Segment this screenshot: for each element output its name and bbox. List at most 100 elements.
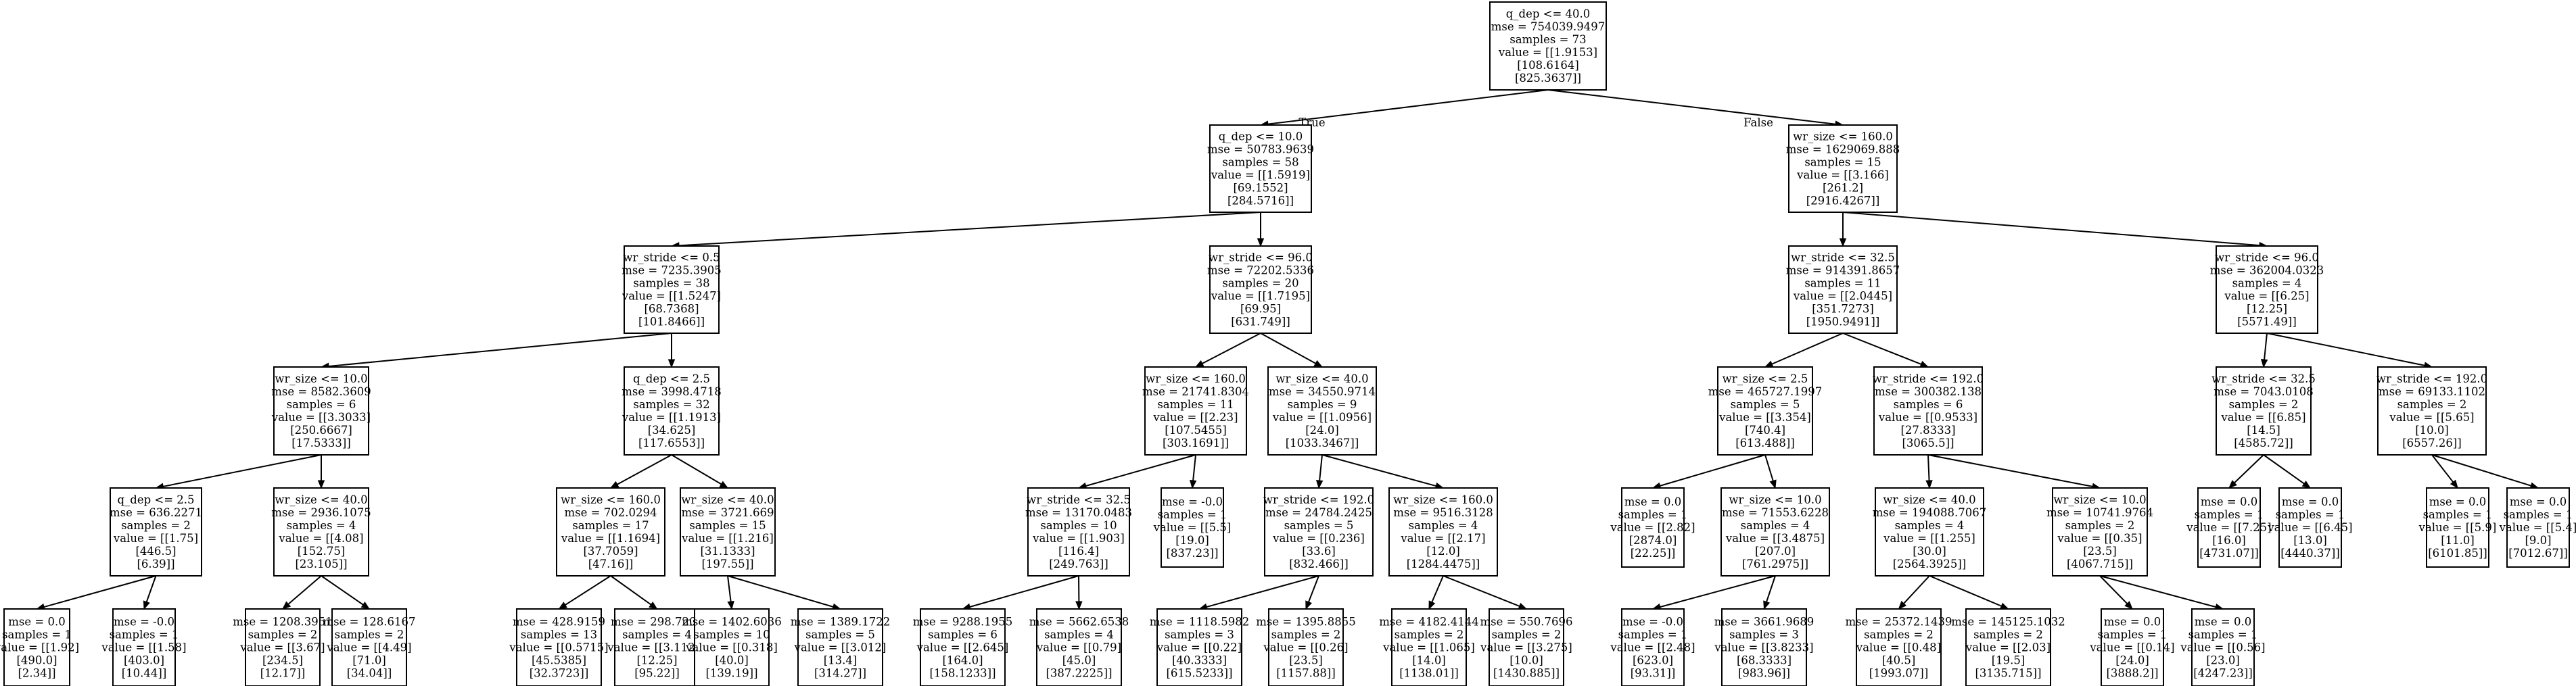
tree-node-text: mse = 13170.0483	[1025, 506, 1132, 519]
tree-node-text: wr_size <= 160.0	[1146, 372, 1246, 385]
tree-node-text: [152.75]	[298, 545, 346, 558]
tree-edge	[727, 575, 734, 610]
arrowhead-icon	[2301, 481, 2312, 489]
tree-node-text: value = [[1.903]	[1032, 532, 1125, 545]
tree-edge	[2431, 454, 2539, 489]
tree-node-text: mse = 128.6167	[323, 616, 416, 629]
tree-edge	[1842, 333, 1929, 368]
tree-edge-line	[1321, 454, 1436, 487]
tree-node-text: [13.4]	[824, 654, 858, 667]
tree-node-text: [37.7059]	[583, 545, 638, 558]
tree-node-text: samples = 1	[2504, 508, 2573, 521]
tree-node-text: value = [[0.48]	[1856, 641, 1941, 654]
tree-node-text: wr_size <= 160.0	[1793, 130, 1893, 143]
tree-node-text: [107.5455]	[1165, 424, 1227, 437]
tree-node-text: value = [[3.4875]	[1725, 532, 1825, 545]
tree-node-text: value = [[3.67]	[239, 641, 325, 654]
tree-edge	[1305, 575, 1319, 610]
tree-edge	[1198, 575, 1319, 610]
tree-node-text: [2916.4267]]	[1806, 195, 1880, 207]
tree-node-box	[1161, 487, 1224, 568]
tree-node-text: samples = 1	[1618, 629, 1688, 641]
tree-edge-line	[1771, 333, 1844, 365]
tree-node-box	[2426, 487, 2489, 568]
tree-node-text: value = [[3.012]	[794, 641, 887, 654]
tree-node-text: samples = 10	[1040, 519, 1117, 532]
tree-node-text: value = [[2.82]	[1610, 521, 1695, 534]
tree-node-text: mse = 1629069.888	[1786, 143, 1900, 156]
tree-node-text: mse = 0.0	[2104, 616, 2161, 629]
tree-node-text: wr_size <= 10.0	[2053, 493, 2146, 506]
tree-edge	[320, 333, 672, 370]
tree-node-text: value = [[2.48]	[1610, 641, 1695, 654]
tree-node-text: samples = 73	[1509, 33, 1586, 46]
tree-node-text: [23.5]	[2083, 545, 2117, 558]
tree-node-box	[797, 608, 883, 686]
tree-node-text: [1430.885]]	[1493, 667, 1560, 680]
tree-node-text: samples = 5	[1284, 519, 1354, 532]
tree-node-text: samples = 4	[1741, 519, 1810, 532]
tree-edge-line	[2099, 575, 2128, 604]
tree-node-text: [261.2]	[1823, 182, 1863, 195]
tree-node-text: [207.0]	[1755, 545, 1796, 558]
tree-node-text: wr_size <= 2.5	[1723, 372, 1808, 385]
tree-node-text: wr_stride <= 96.0	[1209, 251, 1313, 264]
tree-node-text: [13.0]	[2293, 534, 2327, 547]
tree-node-text: samples = 11	[1804, 277, 1881, 290]
tree-node-text: samples = 13	[521, 629, 597, 641]
tree-node-box	[1489, 1, 1607, 91]
tree-node-text: [197.55]]	[701, 558, 753, 570]
tree-node-text: mse = 9288.1955	[913, 616, 1012, 629]
tree-node-text: value = [[1.0956]	[1272, 411, 1372, 424]
tree-node-text: [12.0]	[1426, 545, 1460, 558]
tree-edge-line	[1660, 575, 1776, 608]
tree-node-text: [6.39]]	[137, 558, 174, 570]
tree-node-text: value = [[2.17]	[1400, 532, 1485, 545]
tree-node-text: samples = 11	[1157, 398, 1234, 411]
tree-node-text: mse = 1389.1722	[791, 616, 890, 629]
arrowhead-icon	[1194, 360, 1204, 368]
arrowhead-icon	[1925, 480, 1933, 489]
tree-node-text: samples = 5	[805, 629, 875, 641]
tree-node-text: [69.1552]	[1233, 182, 1288, 195]
tree-node-text: [490.0]	[16, 654, 57, 667]
tree-node-text: samples = 5	[1731, 398, 1800, 411]
tree-node-text: mse = 34550.9714	[1269, 385, 1376, 398]
tree-node-text: [4067.715]]	[2067, 558, 2133, 570]
tree-node-text: samples = 2	[1864, 629, 1934, 641]
tree-node-text: [446.5]	[135, 545, 176, 558]
tree-edge-line	[969, 575, 1079, 608]
tree-node-text: samples = 2	[1271, 629, 1341, 641]
tree-node-text: samples = 15	[689, 519, 766, 532]
arrowhead-icon	[727, 600, 734, 610]
tree-node-text: wr_stride <= 32.5	[2211, 372, 2316, 385]
tree-node-text: [4247.23]]	[2193, 667, 2253, 680]
tree-node-text: [3888.2]]	[2106, 667, 2158, 680]
tree-edge	[1260, 333, 1324, 368]
tree-node-text: mse = 754039.9497	[1491, 20, 1605, 33]
tree-node-text: mse = -0.0	[1622, 616, 1683, 629]
tree-node-text: [1157.88]]	[1276, 667, 1336, 680]
tree-edge	[1189, 454, 1197, 489]
arrowhead-icon	[2260, 359, 2268, 368]
tree-node-text: [22.25]]	[1631, 547, 1676, 560]
tree-node-text: value = [[3.275]	[1480, 641, 1572, 654]
tree-node-text: value = [[2.23]	[1152, 411, 1238, 424]
tree-node-text: [9.0]	[2525, 534, 2551, 547]
tree-node-text: samples = 1	[2276, 508, 2345, 521]
tree-node-text: samples = 1	[2423, 508, 2493, 521]
arrowhead-icon	[719, 481, 729, 489]
tree-node-box	[680, 487, 776, 577]
tree-node-text: samples = 2	[2229, 398, 2299, 411]
tree-node-text: mse = 1402.6036	[682, 616, 781, 629]
